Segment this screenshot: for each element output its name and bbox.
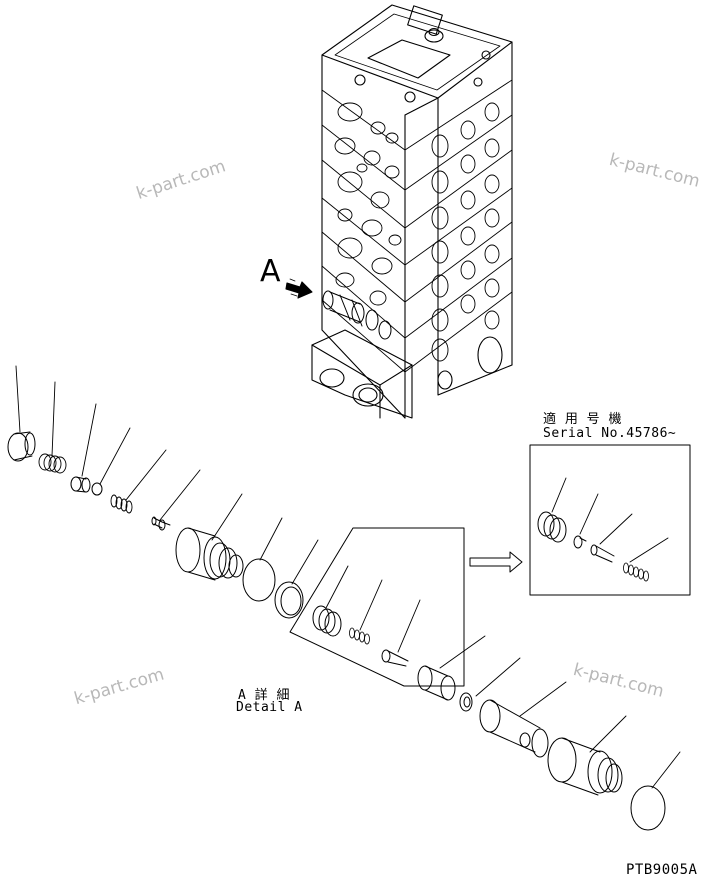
inset-parts — [537, 477, 669, 582]
leader-lines — [15, 365, 681, 789]
inset-box — [529, 444, 691, 596]
control-valve-assembly — [311, 4, 513, 419]
exploded-parts — [7, 431, 666, 831]
drawing-code: PTB9005A — [626, 862, 698, 878]
detail-label-en: Detail A — [236, 700, 303, 715]
view-arrow-a — [285, 278, 313, 299]
inset-label-serial: Serial No.45786~ — [543, 426, 677, 441]
detail-a-bracket — [289, 527, 465, 687]
detail-label-jp: A 詳 細 — [238, 688, 290, 703]
inset-label-jp: 適 用 号 機 — [543, 412, 622, 427]
inset-arrow — [469, 551, 523, 573]
view-arrow-label: A — [260, 254, 281, 289]
